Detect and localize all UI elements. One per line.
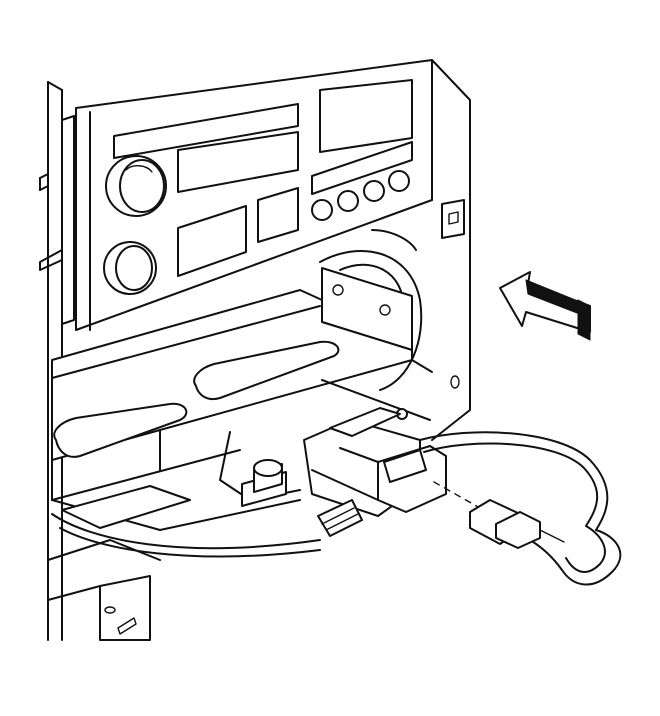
radio-housing [51, 229, 433, 558]
radio-faceplate [75, 59, 433, 331]
preset-button-4 [388, 170, 410, 192]
preset-button-3 [363, 180, 385, 202]
tuning-knob [103, 241, 157, 295]
lower-bracket [99, 575, 151, 641]
main-display [177, 131, 299, 193]
panel-hole [450, 375, 460, 389]
tray-slot-upper [193, 340, 340, 400]
panel-slot [441, 199, 465, 239]
preset-button-1 [311, 199, 333, 221]
mounting-bolt [241, 459, 287, 507]
direction-arrow-icon [499, 271, 591, 341]
volume-knob [105, 155, 167, 217]
wiring-harness [419, 431, 622, 586]
tray-slot-lower [53, 402, 188, 458]
upper-display [319, 79, 413, 153]
preset-button-2 [337, 190, 359, 212]
dash-frame [39, 59, 471, 641]
harness-connector [303, 407, 447, 537]
